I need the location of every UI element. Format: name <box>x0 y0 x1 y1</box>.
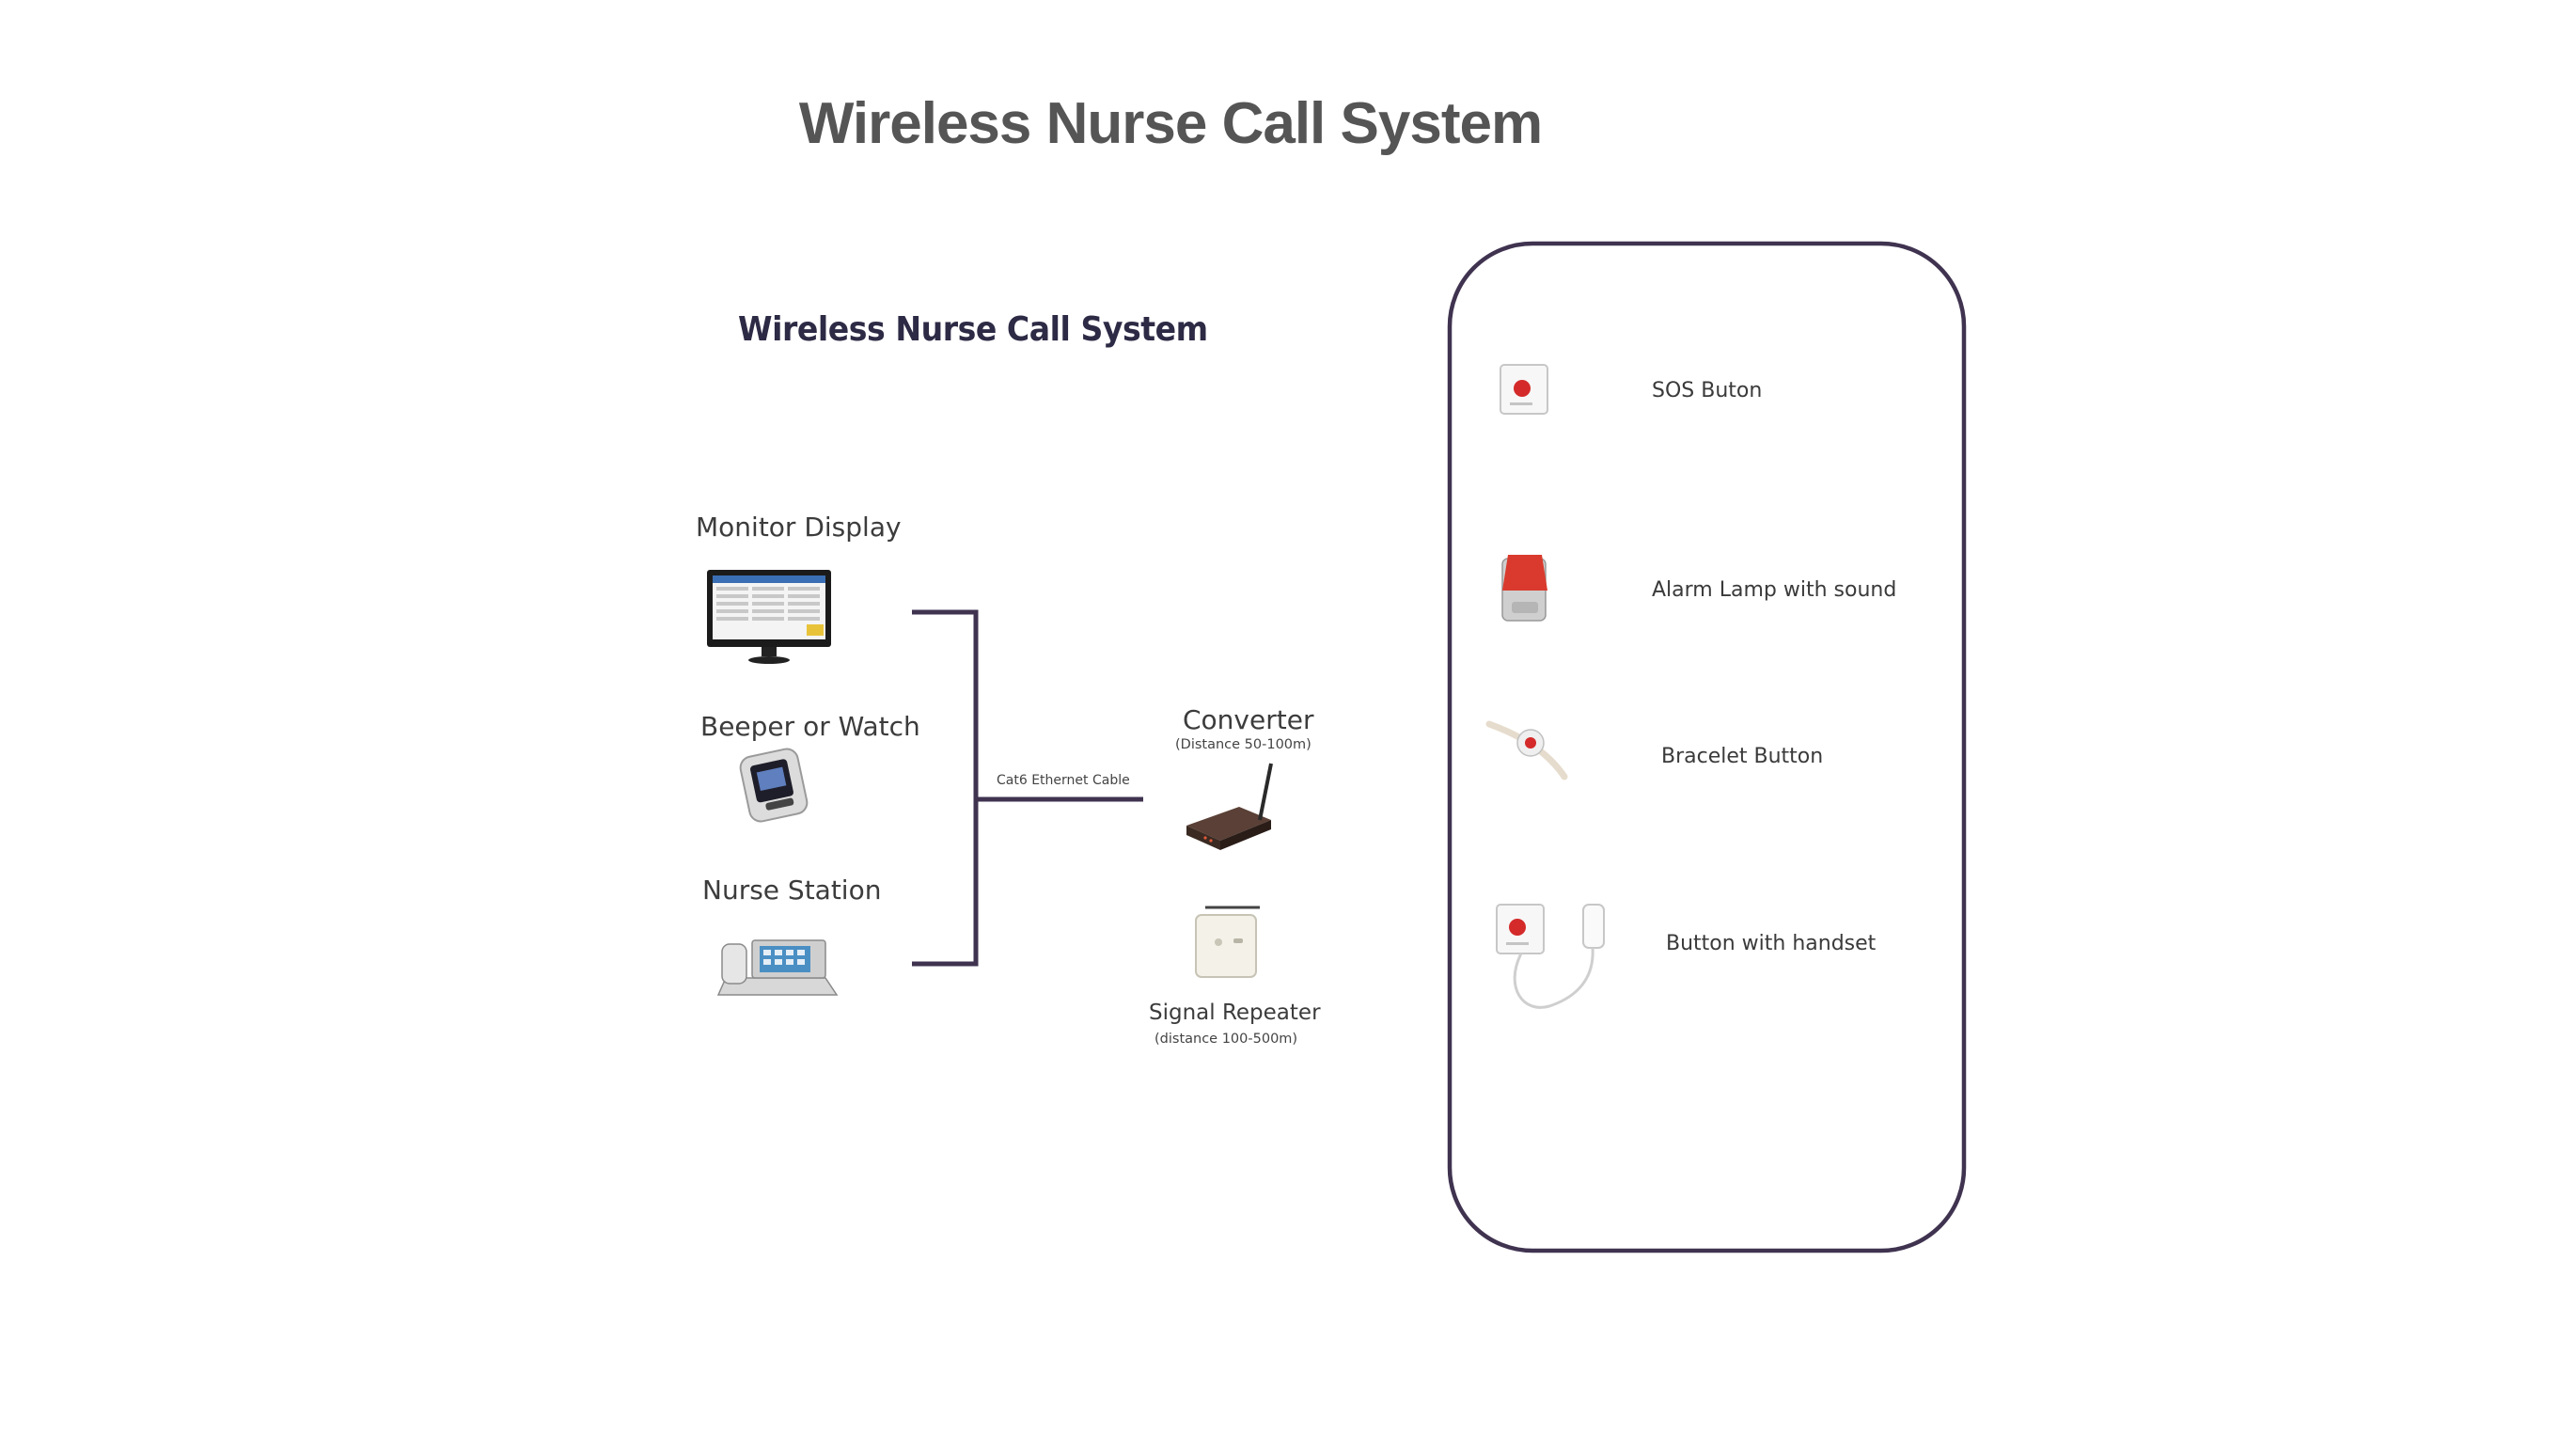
nurse-station-label: Nurse Station <box>702 875 882 906</box>
ethernet-connector <box>912 609 1143 967</box>
sensor-panel-frame <box>1447 241 1967 1253</box>
monitor-display-label: Monitor Display <box>696 512 902 543</box>
alarm-lamp-label: Alarm Lamp with sound <box>1652 578 1897 602</box>
beeper-watch-icon <box>739 748 809 823</box>
diagram-subtitle: Wireless Nurse Call System <box>738 310 1208 349</box>
bracelet-button-label: Bracelet Button <box>1661 745 1824 768</box>
alarm-lamp-icon <box>1501 555 1547 622</box>
converter-distance-note: (Distance 50-100m) <box>1175 737 1312 752</box>
button-with-handset-label: Button with handset <box>1666 932 1877 955</box>
signal-repeater-label: Signal Repeater <box>1149 1001 1321 1025</box>
button-with-handset-icon <box>1496 904 1605 1009</box>
page-title: Wireless Nurse Call System <box>798 91 1543 156</box>
converter-label: Converter <box>1183 704 1314 735</box>
sos-button-icon <box>1500 364 1548 415</box>
sos-button-label: SOS Buton <box>1652 379 1763 402</box>
signal-repeater-icon <box>1195 906 1260 978</box>
bracelet-button-icon <box>1485 720 1568 780</box>
beeper-watch-label: Beeper or Watch <box>700 711 920 742</box>
ethernet-cable-label: Cat6 Ethernet Cable <box>997 773 1130 788</box>
signal-repeater-distance-note: (distance 100-500m) <box>1154 1032 1298 1047</box>
monitor-display-icon <box>707 570 831 664</box>
nurse-station-icon <box>716 939 839 996</box>
converter-router-icon <box>1186 763 1273 850</box>
